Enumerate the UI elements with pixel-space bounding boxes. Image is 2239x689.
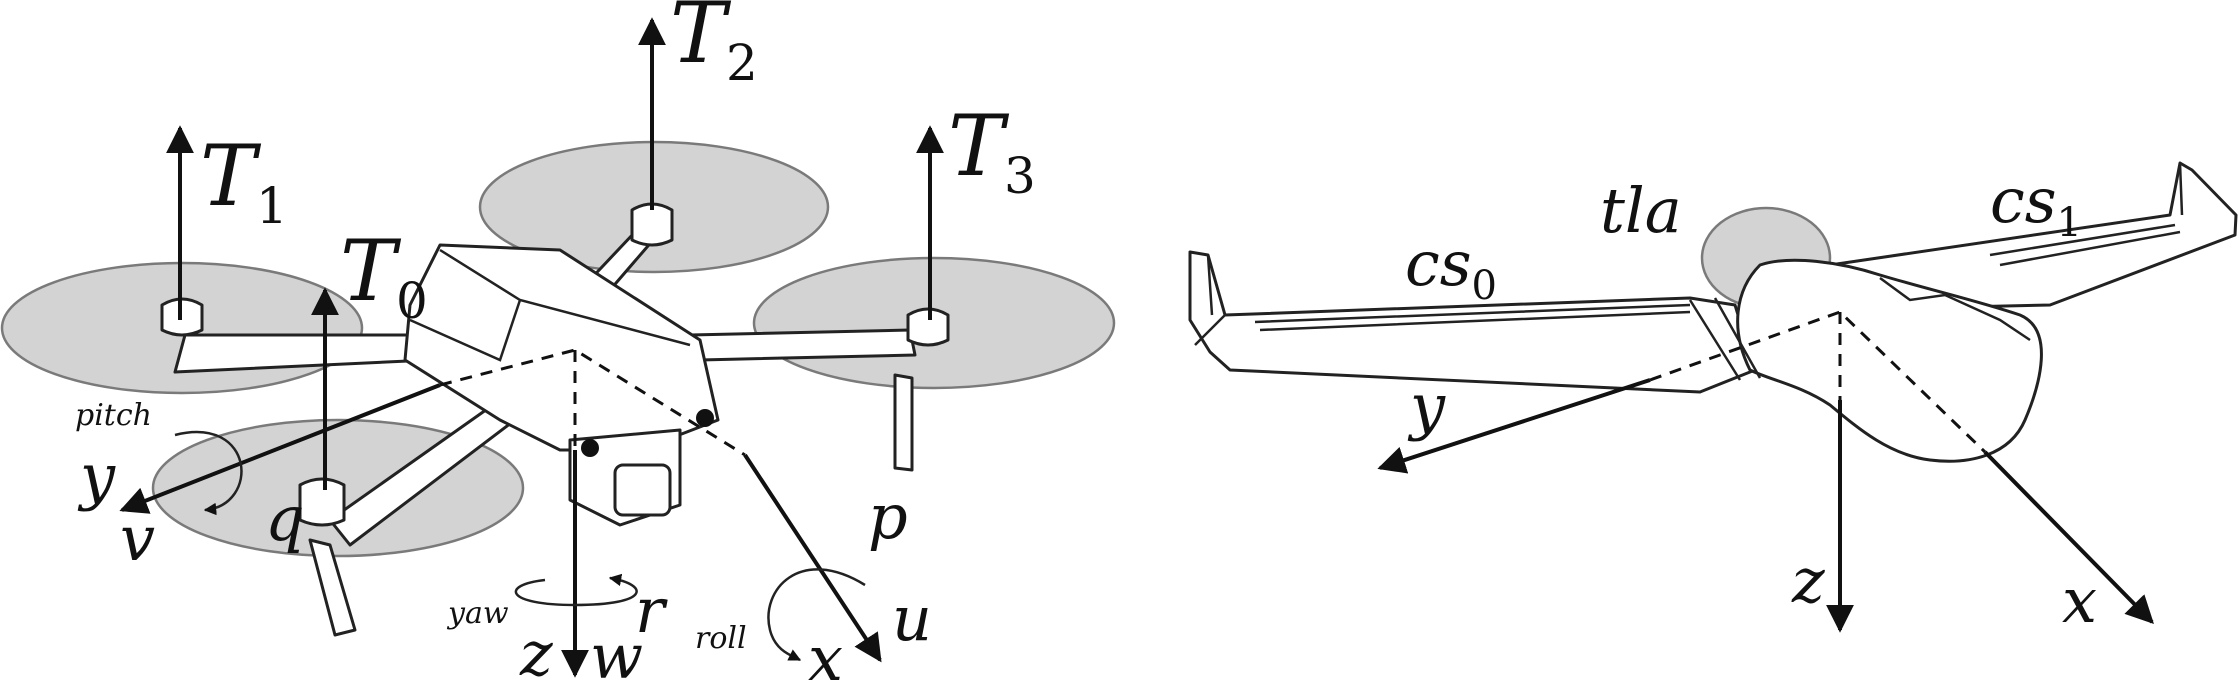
roll-rotation-arc — [767, 568, 866, 662]
axis-y-label-quad: y — [77, 440, 116, 513]
leg-front — [308, 538, 357, 637]
pitch-rotation-arc — [174, 431, 243, 516]
axis-z-label-wing: z — [1791, 544, 1825, 617]
control-surface-left — [1254, 303, 1691, 332]
leg-rear — [893, 373, 914, 472]
axis-x-label-quad: x — [808, 622, 843, 689]
drone-top-panel — [409, 248, 691, 362]
motor-3 — [906, 307, 950, 347]
velocity-v-label: v — [120, 502, 155, 575]
control-surface-right — [1989, 223, 2181, 267]
axis-x-wing — [1983, 450, 2154, 624]
rate-r-label: r — [635, 574, 668, 647]
axis-x-quad — [743, 453, 882, 663]
axis-x-label-wing: x — [2062, 564, 2097, 637]
drone-body — [403, 243, 720, 452]
control-surface-label-1: cs1 — [1990, 164, 2082, 246]
rate-p-label: p — [868, 480, 908, 553]
fixed-wing-figure: cs0 cs1 tla y z x — [1188, 161, 2238, 637]
yaw-rotation-arc — [514, 573, 638, 607]
wing-root-right — [1879, 276, 2031, 342]
motor-2 — [630, 202, 674, 247]
pitch-label: pitch — [75, 398, 152, 433]
wing-root-left — [1688, 297, 1762, 381]
thrust-label-1: T1 — [200, 127, 288, 235]
thrust-label-2: T2 — [670, 0, 758, 92]
thrust-label-3: T3 — [948, 97, 1036, 205]
camera — [613, 463, 672, 517]
axis-y-quad — [119, 383, 441, 514]
axis-y-wing — [1377, 378, 1651, 474]
roll-label: roll — [695, 621, 747, 656]
velocity-w-label: w — [590, 620, 643, 689]
fuselage — [1736, 258, 2043, 463]
motor-0 — [298, 477, 346, 527]
axis-y-label-wing: y — [1407, 370, 1446, 443]
axis-z-label-quad: z — [519, 617, 553, 689]
arm-1 — [173, 333, 432, 374]
marker-dot-left — [581, 439, 599, 457]
control-surface-label-0: cs0 — [1405, 227, 1497, 309]
throttle-label: tla — [1600, 174, 1682, 247]
body-frame-dashed — [439, 348, 746, 457]
wing-frame-dashed — [1649, 310, 1987, 454]
marker-dot-right — [696, 409, 714, 427]
arm-3 — [688, 328, 917, 362]
yaw-label: yaw — [446, 596, 509, 631]
velocity-u-label: u — [892, 582, 932, 655]
right-winglet — [2178, 162, 2184, 216]
left-winglet — [1194, 254, 1226, 346]
thrust-label-0: T0 — [340, 222, 428, 330]
quadrotor-figure: T1 T2 T3 T0 pitch roll yaw y v q z w r x… — [0, 0, 1116, 689]
rate-q-label: q — [265, 482, 305, 555]
